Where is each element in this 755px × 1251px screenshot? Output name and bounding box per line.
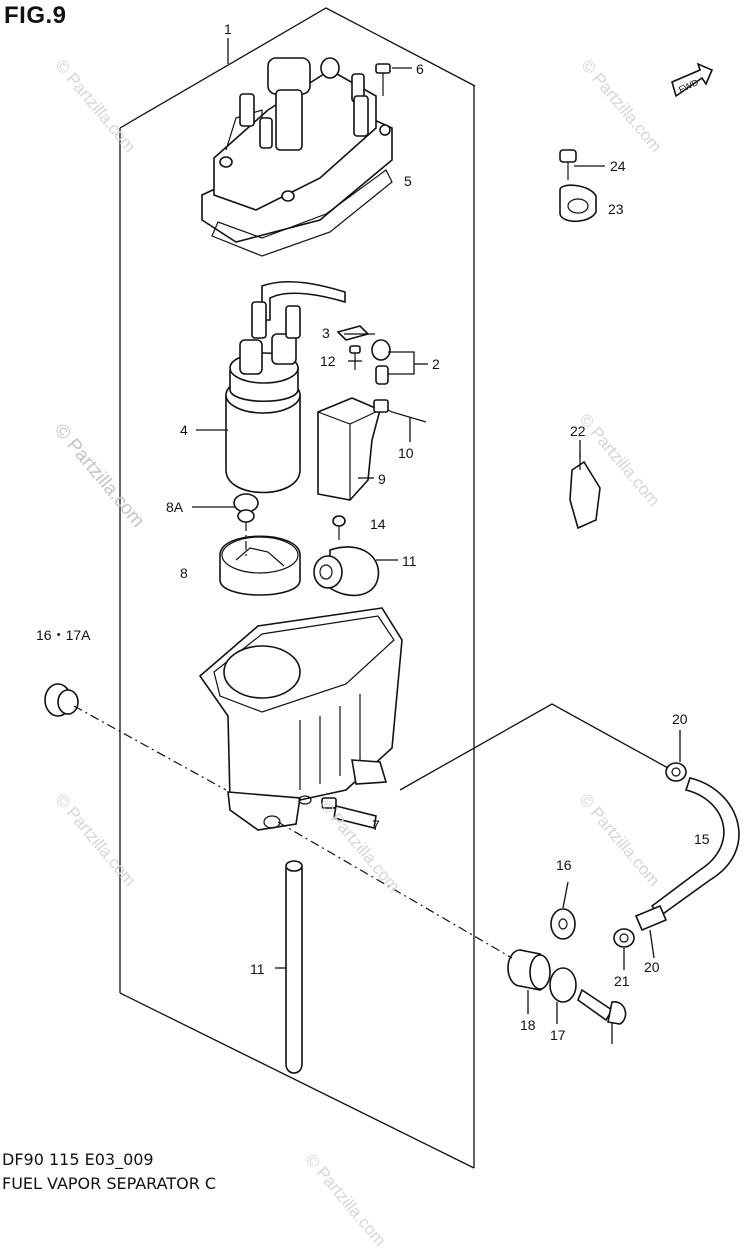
callout-8: 8: [180, 565, 188, 581]
callout-20-upper: 20: [672, 711, 688, 727]
joint-19-part[interactable]: [634, 904, 668, 932]
callout-15: 15: [694, 831, 710, 847]
regulator-12-part[interactable]: [313, 546, 380, 597]
assembly-centerlines: [73, 522, 669, 959]
figure-title: FIG.9: [4, 2, 67, 29]
cover-9-part[interactable]: [317, 397, 381, 501]
fuel-cover-part[interactable]: [201, 57, 393, 243]
cover-gasket-part[interactable]: [211, 169, 393, 257]
callout-23: 24: [610, 158, 626, 174]
assembly-frame: [119, 7, 476, 1169]
screw-23-part[interactable]: [559, 149, 577, 180]
callout-19: 20: [644, 959, 660, 975]
separator-body-part[interactable]: [198, 607, 403, 831]
callout-3: 3: [322, 325, 330, 341]
fitting-2-part[interactable]: [371, 339, 391, 385]
pump-cushion-8a-part[interactable]: [233, 493, 259, 523]
callout-18: 18: [520, 1017, 536, 1033]
callout-13: 12: [320, 353, 336, 369]
screw-13-part[interactable]: [349, 345, 361, 370]
callout-2: 2: [432, 356, 440, 372]
callout-8a: 8A: [166, 499, 184, 515]
callout-22: 22: [570, 423, 586, 439]
callout-leaders: [192, 38, 681, 1044]
callout-labels: 1 6 5 24 23 3 12 2 4 10 22 9 8A 14 11 8 …: [36, 21, 710, 1043]
callout-12: 11: [402, 553, 417, 569]
fuel-pump-part[interactable]: [225, 280, 346, 494]
clip-22-part[interactable]: [569, 452, 601, 530]
figure-caption: FUEL VAPOR SEPARATOR C: [2, 1174, 217, 1193]
cap-16-17a-part[interactable]: [44, 683, 79, 717]
figure-code: DF90 115 E03_009: [2, 1150, 154, 1169]
callout-21: 23: [608, 201, 624, 217]
pump-holder-part[interactable]: [219, 535, 301, 596]
callout-17: 16: [556, 857, 572, 873]
callout-16-17a: 16・17A: [36, 627, 91, 643]
callout-1: 1: [224, 21, 232, 37]
clip-20-lower-part[interactable]: [613, 928, 635, 948]
washer-17-part[interactable]: [550, 908, 576, 940]
bolt-24-part[interactable]: [577, 988, 627, 1025]
callout-11: 11: [250, 961, 265, 977]
callout-5: 5: [404, 173, 412, 189]
drain-hose-11-part[interactable]: [285, 860, 303, 1074]
callout-14: 14: [370, 516, 386, 532]
washer-16-part[interactable]: [549, 967, 577, 1003]
callout-16: 17: [550, 1027, 566, 1043]
bracket-3-part[interactable]: [336, 325, 370, 341]
grommet-18-part[interactable]: [507, 949, 551, 991]
callout-4: 4: [180, 422, 188, 438]
callout-9: 9: [378, 471, 386, 487]
screw-14-part[interactable]: [332, 515, 346, 540]
callout-6: 6: [416, 61, 424, 77]
wire-10-part[interactable]: [373, 399, 427, 423]
clip-20-upper-part[interactable]: [665, 762, 687, 782]
parts-diagram: FWD: [36, 7, 740, 1169]
callout-20-lower: 21: [614, 973, 630, 989]
callout-7: 7: [372, 817, 380, 833]
bolt-7-part[interactable]: [321, 797, 377, 829]
fwd-arrow-icon: FWD: [671, 62, 714, 98]
screw-6-part[interactable]: [375, 63, 391, 96]
clamp-21-part[interactable]: [559, 184, 597, 223]
callout-10: 10: [398, 445, 414, 461]
hose-15-part[interactable]: [650, 777, 740, 918]
